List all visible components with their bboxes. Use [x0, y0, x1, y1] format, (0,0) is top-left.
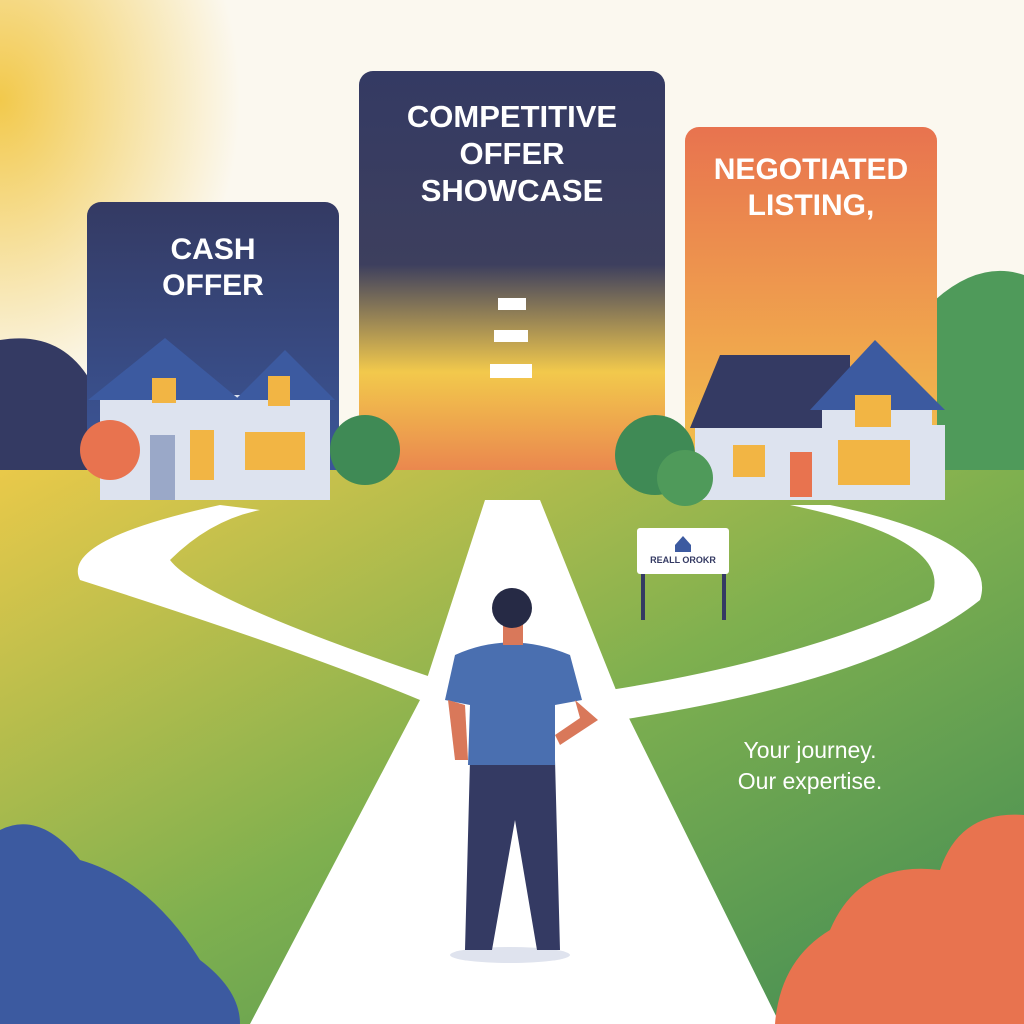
- left-house: [80, 338, 400, 500]
- negotiated-line2: LISTING,: [747, 189, 875, 222]
- person: [445, 588, 598, 963]
- tagline: Your journey. Our expertise.: [700, 735, 920, 797]
- cash-offer-line1: CASH: [170, 233, 256, 266]
- tagline-line1: Your journey.: [743, 737, 877, 763]
- left-fg-bush: [0, 824, 240, 1024]
- tagline-line2: Our expertise.: [737, 768, 883, 795]
- left-bush: [0, 338, 90, 480]
- right-hill: [935, 270, 1024, 480]
- competitive-line3: SHOWCASE: [420, 173, 604, 209]
- right-road: [610, 505, 983, 720]
- sign-text: REALL OROKR: [650, 555, 716, 565]
- left-road: [77, 505, 440, 700]
- competitive-offer-label: COMPETITIVE OFFER SHOWCASE: [359, 98, 665, 210]
- realtor-sign: [637, 528, 729, 620]
- negotiated-line1: NEGOTIATED: [713, 153, 909, 186]
- competitive-line2: OFFER: [459, 136, 565, 172]
- center-panel: [359, 71, 665, 501]
- negotiated-listing-label: NEGOTIATED LISTING,: [685, 152, 937, 224]
- right-fg-bush: [775, 814, 1024, 1024]
- road-dashes: [490, 298, 532, 378]
- cash-offer-label: CASH OFFER: [87, 232, 339, 304]
- right-house: [615, 340, 945, 506]
- cash-offer-line2: OFFER: [162, 269, 264, 302]
- competitive-line1: COMPETITIVE: [406, 99, 618, 134]
